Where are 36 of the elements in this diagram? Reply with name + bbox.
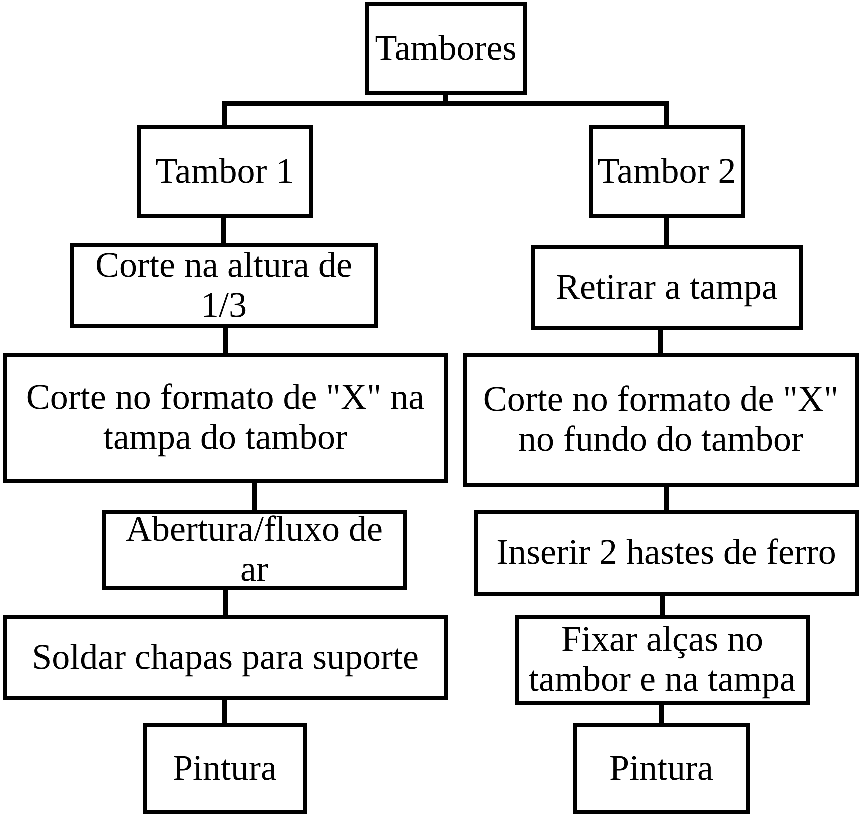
connector-line: [660, 596, 665, 615]
step-label: Tambor 2: [598, 152, 736, 192]
connector-line: [252, 483, 257, 510]
step-label: Tambor 1: [156, 152, 294, 192]
connector-line: [223, 590, 228, 615]
connector-line: [664, 218, 670, 245]
step-label: Soldar chapas para suporte: [32, 638, 419, 678]
step-label: Fixar alças no tambor e na tampa: [528, 620, 797, 700]
connector-line: [664, 487, 669, 510]
process-box: [137, 125, 313, 218]
process-box: [3, 615, 448, 700]
process-box: [3, 353, 448, 483]
process-box: [474, 510, 859, 596]
process-box: [70, 243, 378, 328]
step-label: Retirar a tampa: [556, 268, 778, 308]
step-label: Corte na altura de 1/3: [94, 246, 354, 326]
process-box: [463, 353, 859, 487]
process-box: [143, 723, 307, 814]
process-box: [102, 510, 407, 590]
step-label: Tambores: [375, 28, 517, 68]
step-label: Corte no formato de "X" na tampa do tambor: [25, 378, 426, 458]
connector-line: [658, 330, 664, 353]
connector-line: [222, 218, 226, 243]
step-label: Corte no formato de "X" no fundo do tambor: [482, 380, 840, 460]
process-box: [589, 125, 745, 218]
process-box: [531, 245, 803, 330]
process-box: [365, 2, 527, 95]
step-label: Inserir 2 hastes de ferro: [496, 533, 836, 573]
step-label: Pintura: [610, 748, 714, 788]
process-box: [515, 615, 810, 705]
process-box: [573, 723, 750, 814]
connector-line: [659, 705, 664, 723]
step-label: Abertura/fluxo de ar: [125, 510, 384, 590]
step-label: Pintura: [173, 748, 277, 788]
connector-line: [223, 328, 228, 353]
connector-line: [222, 700, 228, 723]
